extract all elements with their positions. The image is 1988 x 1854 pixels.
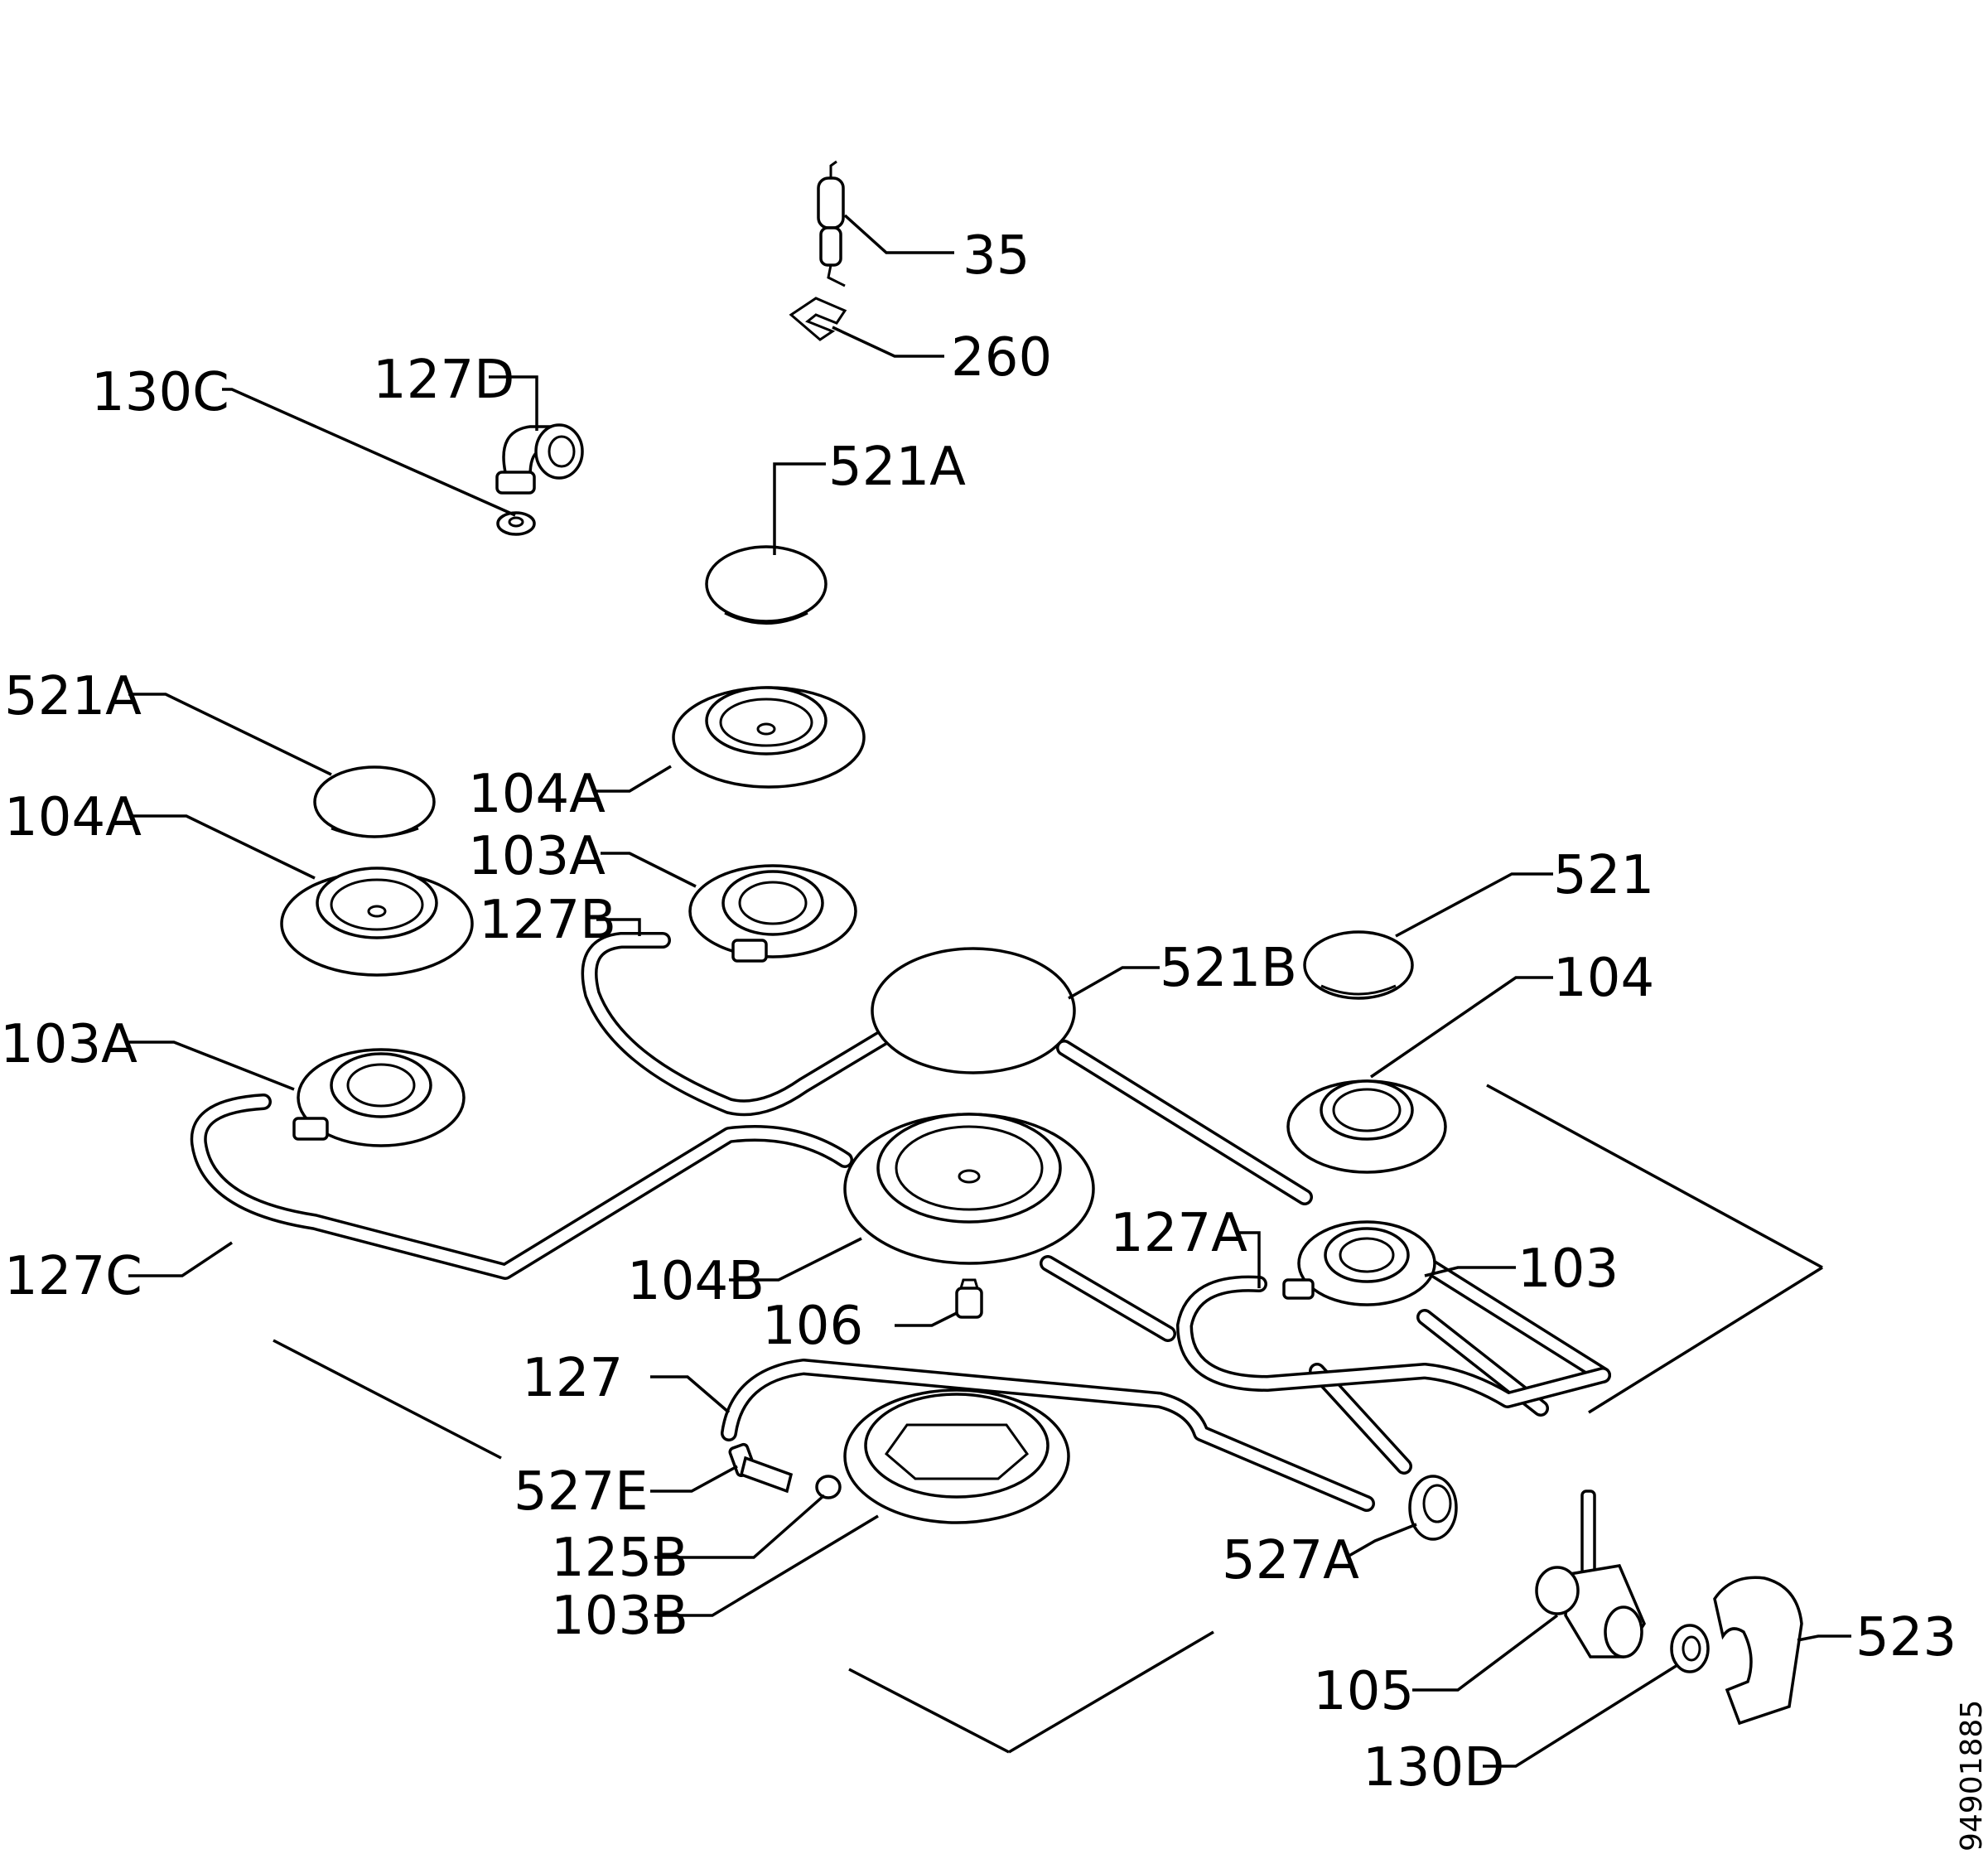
clip-523-icon xyxy=(1713,1576,1803,1726)
label-127d: 127D xyxy=(373,350,514,411)
label-127c: 127C xyxy=(4,1246,142,1307)
label-103a-left: 103A xyxy=(0,1014,138,1075)
label-521a-left: 521A xyxy=(4,666,142,727)
pipe-127b xyxy=(581,932,895,1117)
part-260-icon xyxy=(789,297,847,341)
burner-cap-521a-top xyxy=(705,545,828,625)
burner-head-104 xyxy=(1286,1079,1447,1174)
washer-125b-icon xyxy=(815,1475,842,1499)
label-106: 106 xyxy=(762,1296,863,1357)
label-527e: 527E xyxy=(514,1461,649,1523)
label-130d: 130D xyxy=(1363,1737,1504,1798)
burner-base-103b xyxy=(843,1388,1070,1524)
pipe-127a xyxy=(1176,1275,1611,1408)
burner-head-104a-top xyxy=(672,686,866,789)
hob-outline xyxy=(273,1084,1823,1754)
part-127d-icon xyxy=(495,423,584,495)
label-523: 523 xyxy=(1855,1607,1957,1668)
label-104b: 104B xyxy=(627,1251,765,1312)
part-35-icon xyxy=(817,160,846,287)
leader-lines xyxy=(128,214,1851,1768)
label-260: 260 xyxy=(951,327,1052,389)
pipe-127 xyxy=(721,1359,1375,1512)
burner-base-103a-left xyxy=(292,1048,466,1147)
drawing-code: 94901885 xyxy=(1955,1700,1988,1852)
burner-cap-521b xyxy=(871,947,1076,1074)
nut-527a-icon xyxy=(1408,1475,1458,1541)
burner-cap-521 xyxy=(1303,930,1414,1000)
label-104a-top: 104A xyxy=(468,764,606,825)
label-103a-mid: 103A xyxy=(468,826,606,887)
label-527a: 527A xyxy=(1222,1530,1359,1591)
label-127b: 127B xyxy=(479,890,616,951)
label-521a-top: 521A xyxy=(828,437,966,498)
label-104: 104 xyxy=(1553,948,1654,1009)
part-labels: 35 260 130C 127D 521A 521A 104A 104A 103… xyxy=(0,225,1988,1852)
label-35: 35 xyxy=(963,225,1030,287)
label-521b: 521B xyxy=(1160,938,1297,999)
burner-cap-521a-left xyxy=(313,765,436,838)
burner-base-103a-mid xyxy=(688,864,857,963)
label-127a: 127A xyxy=(1110,1203,1247,1264)
injector-106-icon xyxy=(955,1278,983,1319)
label-103b: 103B xyxy=(551,1586,688,1647)
washer-130d-icon xyxy=(1670,1624,1710,1673)
burner-head-104b xyxy=(843,1113,1095,1265)
label-103: 103 xyxy=(1518,1238,1619,1300)
gas-tap-105-icon xyxy=(1535,1489,1646,1658)
part-130c-icon xyxy=(496,511,536,536)
label-105: 105 xyxy=(1313,1661,1414,1722)
label-130c: 130C xyxy=(91,362,229,423)
label-104a-left: 104A xyxy=(4,787,142,848)
connector-527e-icon xyxy=(728,1442,794,1494)
pipe-127c xyxy=(190,1094,853,1280)
burner-base-103 xyxy=(1282,1220,1436,1306)
label-125b: 125B xyxy=(551,1528,688,1589)
label-127: 127 xyxy=(522,1348,623,1409)
label-521: 521 xyxy=(1553,845,1654,906)
burner-head-104a-left xyxy=(280,867,474,977)
